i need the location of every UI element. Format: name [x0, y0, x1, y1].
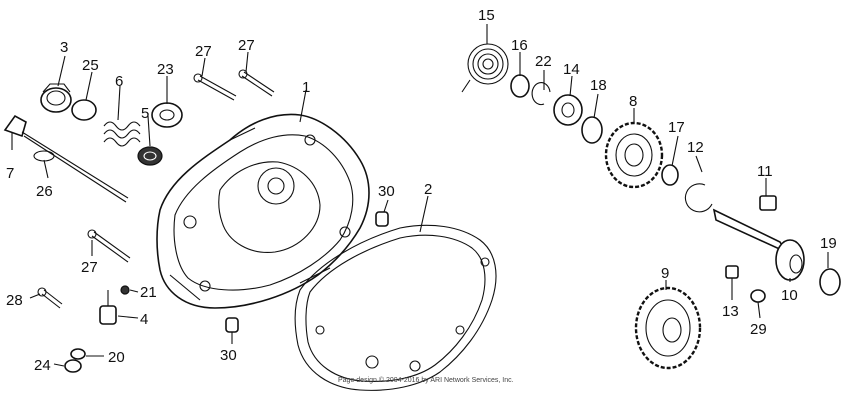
callout-2: 2	[424, 181, 432, 198]
callout-27c: 27	[81, 259, 98, 276]
collar-part	[510, 74, 530, 98]
callout-3: 3	[60, 39, 68, 56]
bolt-part	[193, 73, 237, 101]
copyright-footer: Page design © 2004-2016 by ARI Network S…	[338, 376, 514, 384]
callout-7: 7	[6, 165, 14, 182]
kick-gear-part	[604, 121, 664, 189]
callout-11: 11	[757, 163, 773, 180]
callout-1: 1	[302, 79, 310, 96]
callout-25: 25	[82, 57, 99, 74]
dowel-part	[375, 211, 389, 227]
callout-23: 23	[157, 61, 174, 78]
callout-19: 19	[820, 235, 837, 252]
coil-spring-part	[461, 43, 509, 93]
nut-part	[70, 348, 86, 360]
strainer-part	[137, 146, 163, 166]
callout-4: 4	[140, 311, 148, 328]
cap-part	[40, 83, 72, 113]
callout-24: 24	[34, 357, 51, 374]
washer-part	[661, 164, 679, 186]
washer-part	[819, 268, 841, 296]
switch-part	[99, 285, 130, 325]
callout-20: 20	[108, 349, 125, 366]
crankcase-cover-part	[156, 113, 370, 309]
callout-22: 22	[535, 53, 552, 70]
ratchet-guide-part	[759, 195, 777, 211]
bolt-part	[725, 265, 739, 290]
spring-part	[103, 121, 141, 147]
bolt-part	[37, 287, 63, 309]
callout-9: 9	[661, 265, 669, 282]
callout-14: 14	[563, 61, 580, 78]
callout-6: 6	[115, 73, 123, 90]
thrust-washer-part	[581, 116, 603, 144]
bolt-part	[238, 69, 275, 97]
callout-13: 13	[722, 303, 739, 320]
nut-part	[750, 289, 766, 303]
bearing-part	[151, 102, 183, 128]
spring-clip-part	[684, 183, 713, 213]
o-ring-part	[71, 99, 97, 121]
gasket-part	[294, 224, 497, 391]
callout-5: 5	[141, 105, 149, 122]
callout-27b: 27	[238, 37, 255, 54]
leader-lines	[11, 24, 829, 367]
callout-labels: 1 2 3 4 5 6 7 8 9 10 11 12 13 14 15 16 1…	[6, 7, 837, 374]
callout-12: 12	[687, 139, 704, 156]
callout-30b: 30	[220, 347, 237, 364]
kick-spindle-part	[712, 208, 805, 281]
callout-10: 10	[781, 287, 798, 304]
circlip-part	[531, 82, 551, 106]
callout-18: 18	[590, 77, 607, 94]
dipstick-part	[3, 114, 129, 203]
callout-17: 17	[668, 119, 685, 136]
callout-21: 21	[140, 284, 157, 301]
callout-27a: 27	[195, 43, 212, 60]
ratchet-part	[553, 94, 583, 126]
callout-28: 28	[6, 292, 23, 309]
callout-26: 26	[36, 183, 53, 200]
callout-15: 15	[478, 7, 495, 24]
bolt-part	[87, 229, 131, 263]
idle-gear-part	[634, 286, 702, 370]
callout-8: 8	[629, 93, 637, 110]
callout-30a: 30	[378, 183, 395, 200]
callout-16: 16	[511, 37, 528, 54]
callout-29: 29	[750, 321, 767, 338]
washer-part	[64, 359, 82, 373]
dowel-part	[225, 317, 239, 333]
